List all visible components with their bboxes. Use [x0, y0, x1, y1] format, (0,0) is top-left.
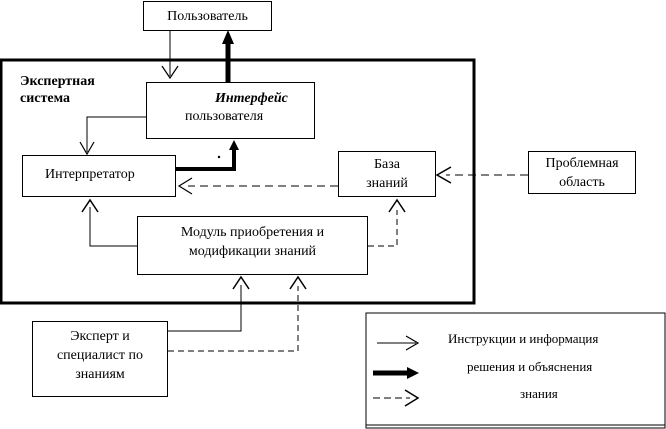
- expert-system-title: Экспертная система: [20, 73, 95, 107]
- problem-area-box: Проблемная область: [528, 151, 636, 194]
- interpreter-label: Интерпретатор: [45, 167, 135, 182]
- interface-to-interpreter-arrowhead: [79, 141, 95, 156]
- knowledge-base-line2: знаний: [366, 176, 408, 191]
- expert-to-module-dashed-arrowhead: [289, 275, 307, 290]
- module-to-kb-dashed: [368, 210, 398, 247]
- expert-line3: знаниям: [75, 367, 125, 382]
- module-to-kb-arrowhead: [388, 198, 406, 213]
- interpreter-to-interface-thick-line: [176, 150, 236, 171]
- expert-box: Эксперт и специалист по знаниям: [32, 321, 168, 397]
- legend-item-knowledge: знания: [520, 386, 558, 401]
- legend-thick-arrow-head: [407, 367, 419, 379]
- problem-area-line2: область: [559, 175, 605, 190]
- module-line2: модификации знаний: [188, 244, 317, 259]
- interpreter-to-interface-thick-arrowhead: [229, 140, 239, 150]
- expert-to-module-line: [168, 285, 242, 332]
- interpreter-box: Интерпретатор: [22, 155, 176, 197]
- problem-area-line1: Проблемная: [545, 156, 619, 171]
- module-line1: Модуль приобретения и: [180, 225, 325, 240]
- dot-mark: [217, 155, 221, 159]
- expert-line1: Эксперт и: [70, 329, 130, 344]
- legend-thin-arrow-head: [405, 335, 420, 351]
- interface-title: Интерфейс: [215, 91, 288, 106]
- interface-to-interpreter-line: [86, 116, 146, 152]
- expert-to-module-dashed: [168, 286, 299, 352]
- user-box: Пользователь: [143, 1, 272, 31]
- interface-box: Интерфейс пользователя: [146, 82, 315, 139]
- interface-subtitle: пользователя: [185, 109, 264, 124]
- expert-system-title-line1: Экспертная: [20, 74, 95, 89]
- expert-system-frame: [0, 58, 476, 305]
- module-to-interpreter-arrowhead: [81, 198, 99, 213]
- module-to-interpreter-line: [89, 207, 137, 247]
- legend-item-decisions: решения и объяснения: [467, 359, 593, 374]
- user-to-interface-arrowhead: [161, 65, 179, 80]
- knowledge-base-line1: База: [374, 157, 400, 172]
- expert-to-module-arrowhead: [232, 275, 250, 290]
- user-label: Пользователь: [167, 9, 248, 24]
- module-box: Модуль приобретения и модификации знаний: [137, 216, 368, 275]
- legend-dashed-arrow-head: [404, 389, 420, 407]
- expert-line2: специалист по: [56, 348, 144, 363]
- kb-to-interpreter-arrowhead: [177, 177, 193, 195]
- legend-item-instructions: Инструкции и информация: [448, 331, 599, 346]
- legend-frame: [365, 312, 666, 429]
- interface-to-user-thick-arrowhead: [222, 30, 234, 44]
- problem-to-kb-arrowhead: [435, 166, 452, 184]
- knowledge-base-box: База знаний: [338, 151, 436, 197]
- expert-system-title-line2: система: [20, 91, 71, 106]
